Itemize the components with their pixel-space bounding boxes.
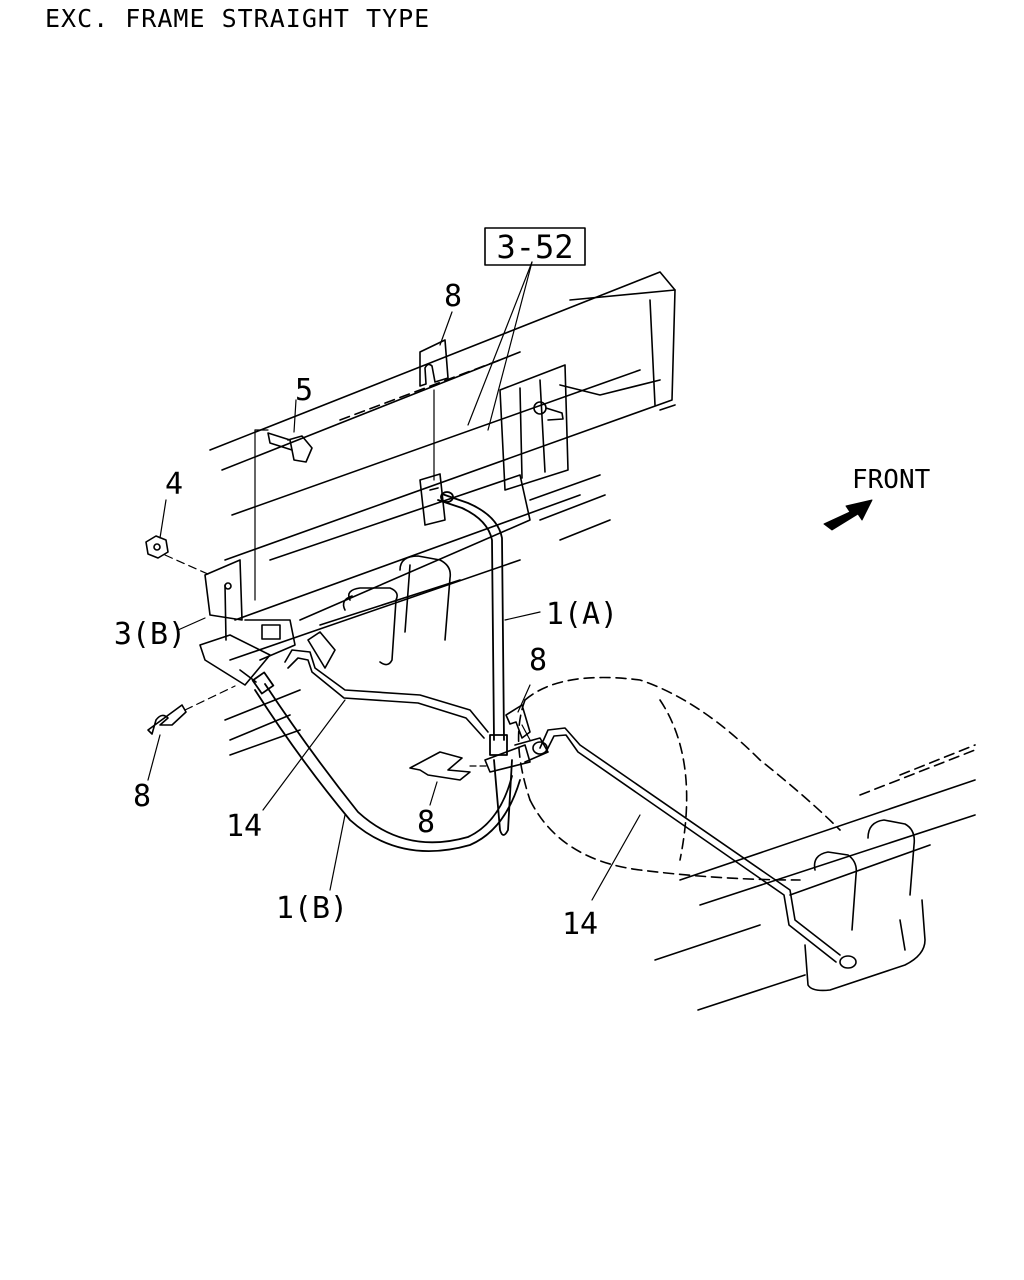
u-bolt-left [319,555,461,666]
hose-junction [484,737,549,773]
axle-housing-right [654,744,976,1011]
callout-clip-center: 8 [417,805,435,840]
callout-clip-right: 8 [529,643,547,678]
callout-clip-left: 8 [133,779,151,814]
u-bolt-right [789,819,931,992]
reference-box[interactable] [484,227,586,266]
callout-bolt: 5 [295,373,313,408]
hose-bracket [199,559,296,686]
bolt [267,432,313,463]
page-title: EXC. FRAME STRAIGHT TYPE [45,4,431,33]
reference-label[interactable]: 3-52 [496,228,573,266]
callout-pipe-right: 14 [562,907,598,942]
frame-rail [209,271,676,561]
front-arrow-icon [823,499,873,531]
brake-pipe-left [284,631,489,739]
callout-clip-top: 8 [444,279,462,314]
leader-lines [147,261,641,901]
brake-hose-a [437,491,513,836]
frame-side-bracket [499,364,569,491]
callout-pipe-left: 14 [226,809,262,844]
callout-hose-a: 1(A) [546,597,618,632]
brake-pipe-right [539,727,857,969]
clip-top [419,339,449,387]
clip-center [409,751,471,781]
callout-hose-b: 1(B) [276,891,348,926]
hose-clip-mount-top [419,473,446,526]
differential-housing [517,676,841,881]
callout-bracket: 3(B) [114,617,186,652]
brake-hose-b [251,671,521,853]
clip-left [147,704,187,735]
clip-right [505,704,531,739]
nut [145,535,169,559]
callout-nut: 4 [165,467,183,502]
front-label: FRONT [852,465,931,495]
